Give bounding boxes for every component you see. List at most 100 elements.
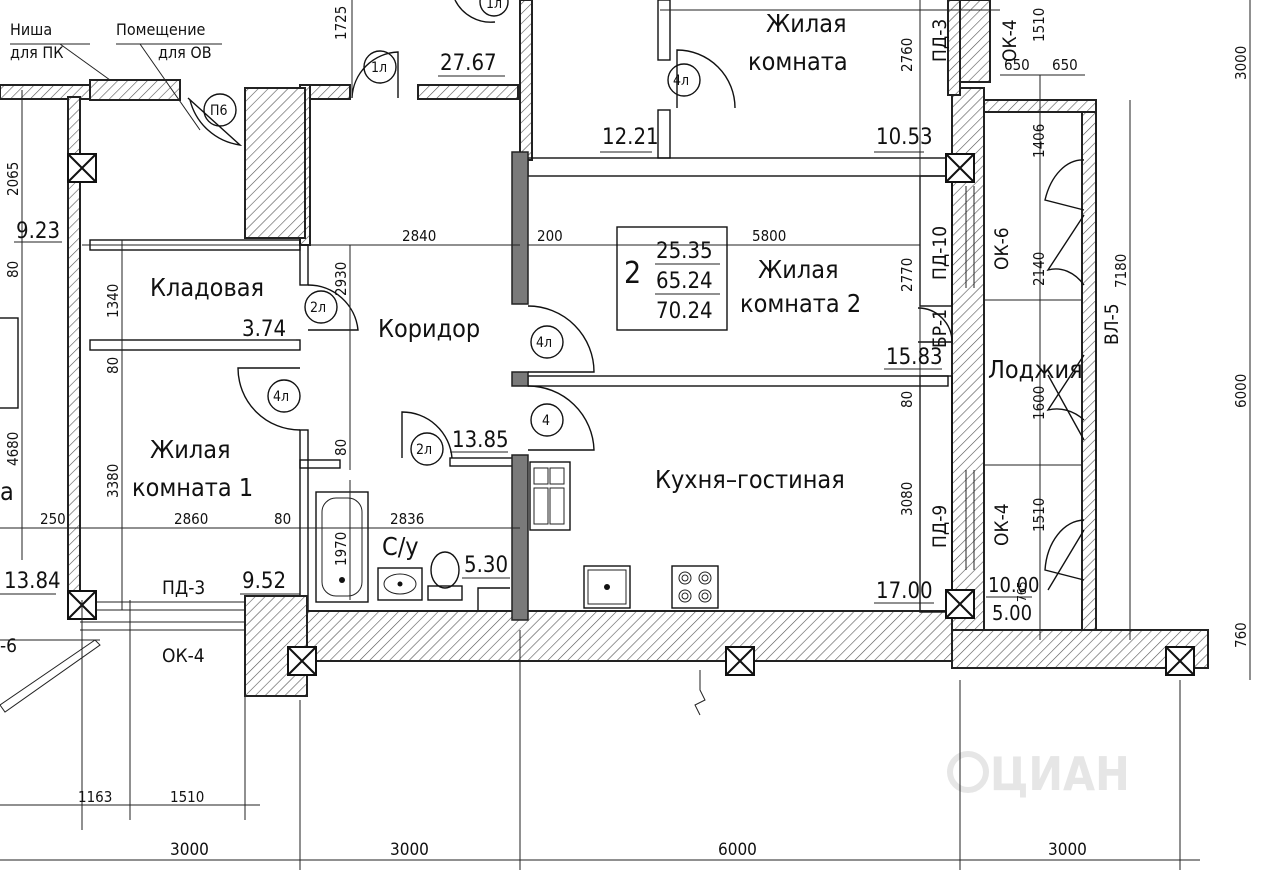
door-1l-b: 1л (486, 0, 502, 12)
stove-icon (671, 565, 719, 609)
dim-1725: 1725 (332, 6, 350, 40)
storage-label: Кладовая (150, 273, 264, 302)
apartment-total-area: 65.24 (656, 269, 713, 294)
p6-label: П6 (210, 103, 228, 119)
dim-80-bot: 80 (274, 510, 291, 528)
top-room-label-2: комната (748, 47, 848, 76)
dim-80-cor: 80 (332, 439, 350, 456)
dim-80-l1: 80 (4, 261, 22, 278)
dim-7180: 7180 (1112, 254, 1130, 288)
dim-6000: 6000 (718, 840, 757, 860)
apartment-summary: 2 25.35 65.24 70.24 (616, 226, 728, 331)
element-marks: ПД-3 ОК-4 ПД-10 ОК-6 БР-1 ВЛ-5 ПД-9 ОК-4… (0, 19, 1123, 667)
mark-ok6: ОК-6 (991, 227, 1013, 270)
area-12-21: 12.21 (602, 125, 659, 150)
area-13-84: 13.84 (4, 569, 61, 594)
apartment-rooms-count: 2 (624, 256, 641, 291)
left-room-tag (0, 317, 19, 409)
mark-minus-6: -6 (0, 635, 17, 657)
corridor-label: Коридор (378, 314, 480, 343)
door-2l-bath: 2л (416, 442, 432, 458)
dim-6000-r: 6000 (1232, 374, 1250, 408)
watermark-logo-icon (947, 751, 989, 793)
mark-pd3-bottom: ПД-3 (162, 577, 205, 599)
door-1l-a: 1л (371, 60, 387, 76)
mark-pd3-top: ПД-3 (929, 19, 951, 62)
area-13-85: 13.85 (452, 428, 509, 453)
dim-2760: 2760 (898, 38, 916, 72)
dim-2770: 2770 (898, 258, 916, 292)
sink-icon (377, 567, 423, 601)
dim-2860: 2860 (174, 510, 208, 528)
dim-80-l2: 80 (104, 357, 122, 374)
door-2l-storage: 2л (310, 300, 326, 316)
door-4l-kitchen: 4л (536, 335, 552, 351)
mark-pd10: ПД-10 (929, 226, 951, 280)
area-17-00: 17.00 (876, 579, 933, 604)
dim-1406: 1406 (1030, 124, 1048, 158)
dimension-lines (0, 0, 1251, 870)
p6-marker: П6 (203, 93, 237, 127)
room-ov-label-1: Помещение (116, 20, 206, 39)
bedroom2-label-2: комната 2 (740, 289, 861, 318)
bedroom2-label-1: Жилая (758, 255, 839, 284)
area-27-67: 27.67 (440, 51, 497, 76)
mark-a-left: а (0, 477, 14, 506)
room-ov-label-2: для ОВ (158, 43, 212, 62)
area-15-83: 15.83 (886, 345, 943, 370)
loggia-label: Лоджия (988, 355, 1083, 384)
area-9-23: 9.23 (16, 219, 60, 244)
mark-pd9: ПД-9 (929, 505, 951, 548)
watermark-text: ЦИАН (990, 747, 1130, 801)
area-9-52: 9.52 (242, 569, 286, 594)
area-5-30: 5.30 (464, 553, 508, 578)
niche-pc-label-1: Ниша (10, 20, 52, 39)
bedroom1-label-2: комната 1 (132, 473, 253, 502)
door-4l-bedroom: 4л (273, 389, 289, 405)
niche-pc-label-2: для ПК (10, 43, 63, 62)
area-labels: 27.67 12.21 10.53 9.23 3.74 13.85 15.83 … (0, 51, 1040, 625)
dim-2065: 2065 (4, 162, 22, 196)
top-room-label-1: Жилая (766, 9, 847, 38)
kitchen-worktop-sink-icon (583, 565, 631, 609)
dim-1510-top: 1510 (1030, 8, 1048, 42)
mark-br1: БР-1 (929, 309, 951, 348)
dim-1970: 1970 (332, 532, 350, 566)
mark-vl5: ВЛ-5 (1101, 303, 1123, 345)
door-markers: 1л 1л 4л 2л 4л 4л 4 2л (267, 0, 701, 466)
door-4-kitchen: 4 (542, 413, 550, 429)
dim-5800: 5800 (752, 227, 786, 245)
dim-1340: 1340 (104, 284, 122, 318)
kitchen-label: Кухня–гостиная (655, 465, 845, 494)
dim-250: 250 (40, 510, 66, 528)
bedroom1-label-1: Жилая (150, 435, 231, 464)
mark-ok4-top: ОК-4 (999, 19, 1021, 62)
kitchen-sink-icon (529, 461, 571, 531)
dim-765: 765 (1015, 581, 1029, 602)
dim-1510-r: 1510 (1030, 498, 1048, 532)
area-5-00: 5.00 (992, 601, 1032, 625)
dimension-numbers: 1725 2760 1510 650 650 3000 2065 1406 28… (4, 6, 1250, 860)
dim-650b: 650 (1052, 56, 1078, 74)
apartment-living-area: 25.35 (656, 239, 713, 264)
dim-3380: 3380 (104, 464, 122, 498)
dim-650a: 650 (1004, 56, 1030, 74)
dim-1163: 1163 (78, 788, 112, 806)
dim-80-mid: 80 (898, 391, 916, 408)
shaft (477, 587, 510, 610)
dim-3000-c: 3000 (1048, 840, 1087, 860)
dim-3000-a: 3000 (170, 840, 209, 860)
toilet-icon (427, 551, 463, 601)
dim-2840: 2840 (402, 227, 436, 245)
dim-200: 200 (537, 227, 563, 245)
dim-3080: 3080 (898, 482, 916, 516)
mark-ok4-right: ОК-4 (991, 503, 1013, 546)
dim-1600: 1600 (1030, 386, 1048, 420)
dim-3000-rt: 3000 (1232, 46, 1250, 80)
dim-2140: 2140 (1030, 252, 1048, 286)
area-3-74: 3.74 (242, 317, 286, 342)
bathtub (315, 491, 369, 603)
dim-4680: 4680 (4, 432, 22, 466)
area-10-00: 10.00 (988, 573, 1040, 597)
